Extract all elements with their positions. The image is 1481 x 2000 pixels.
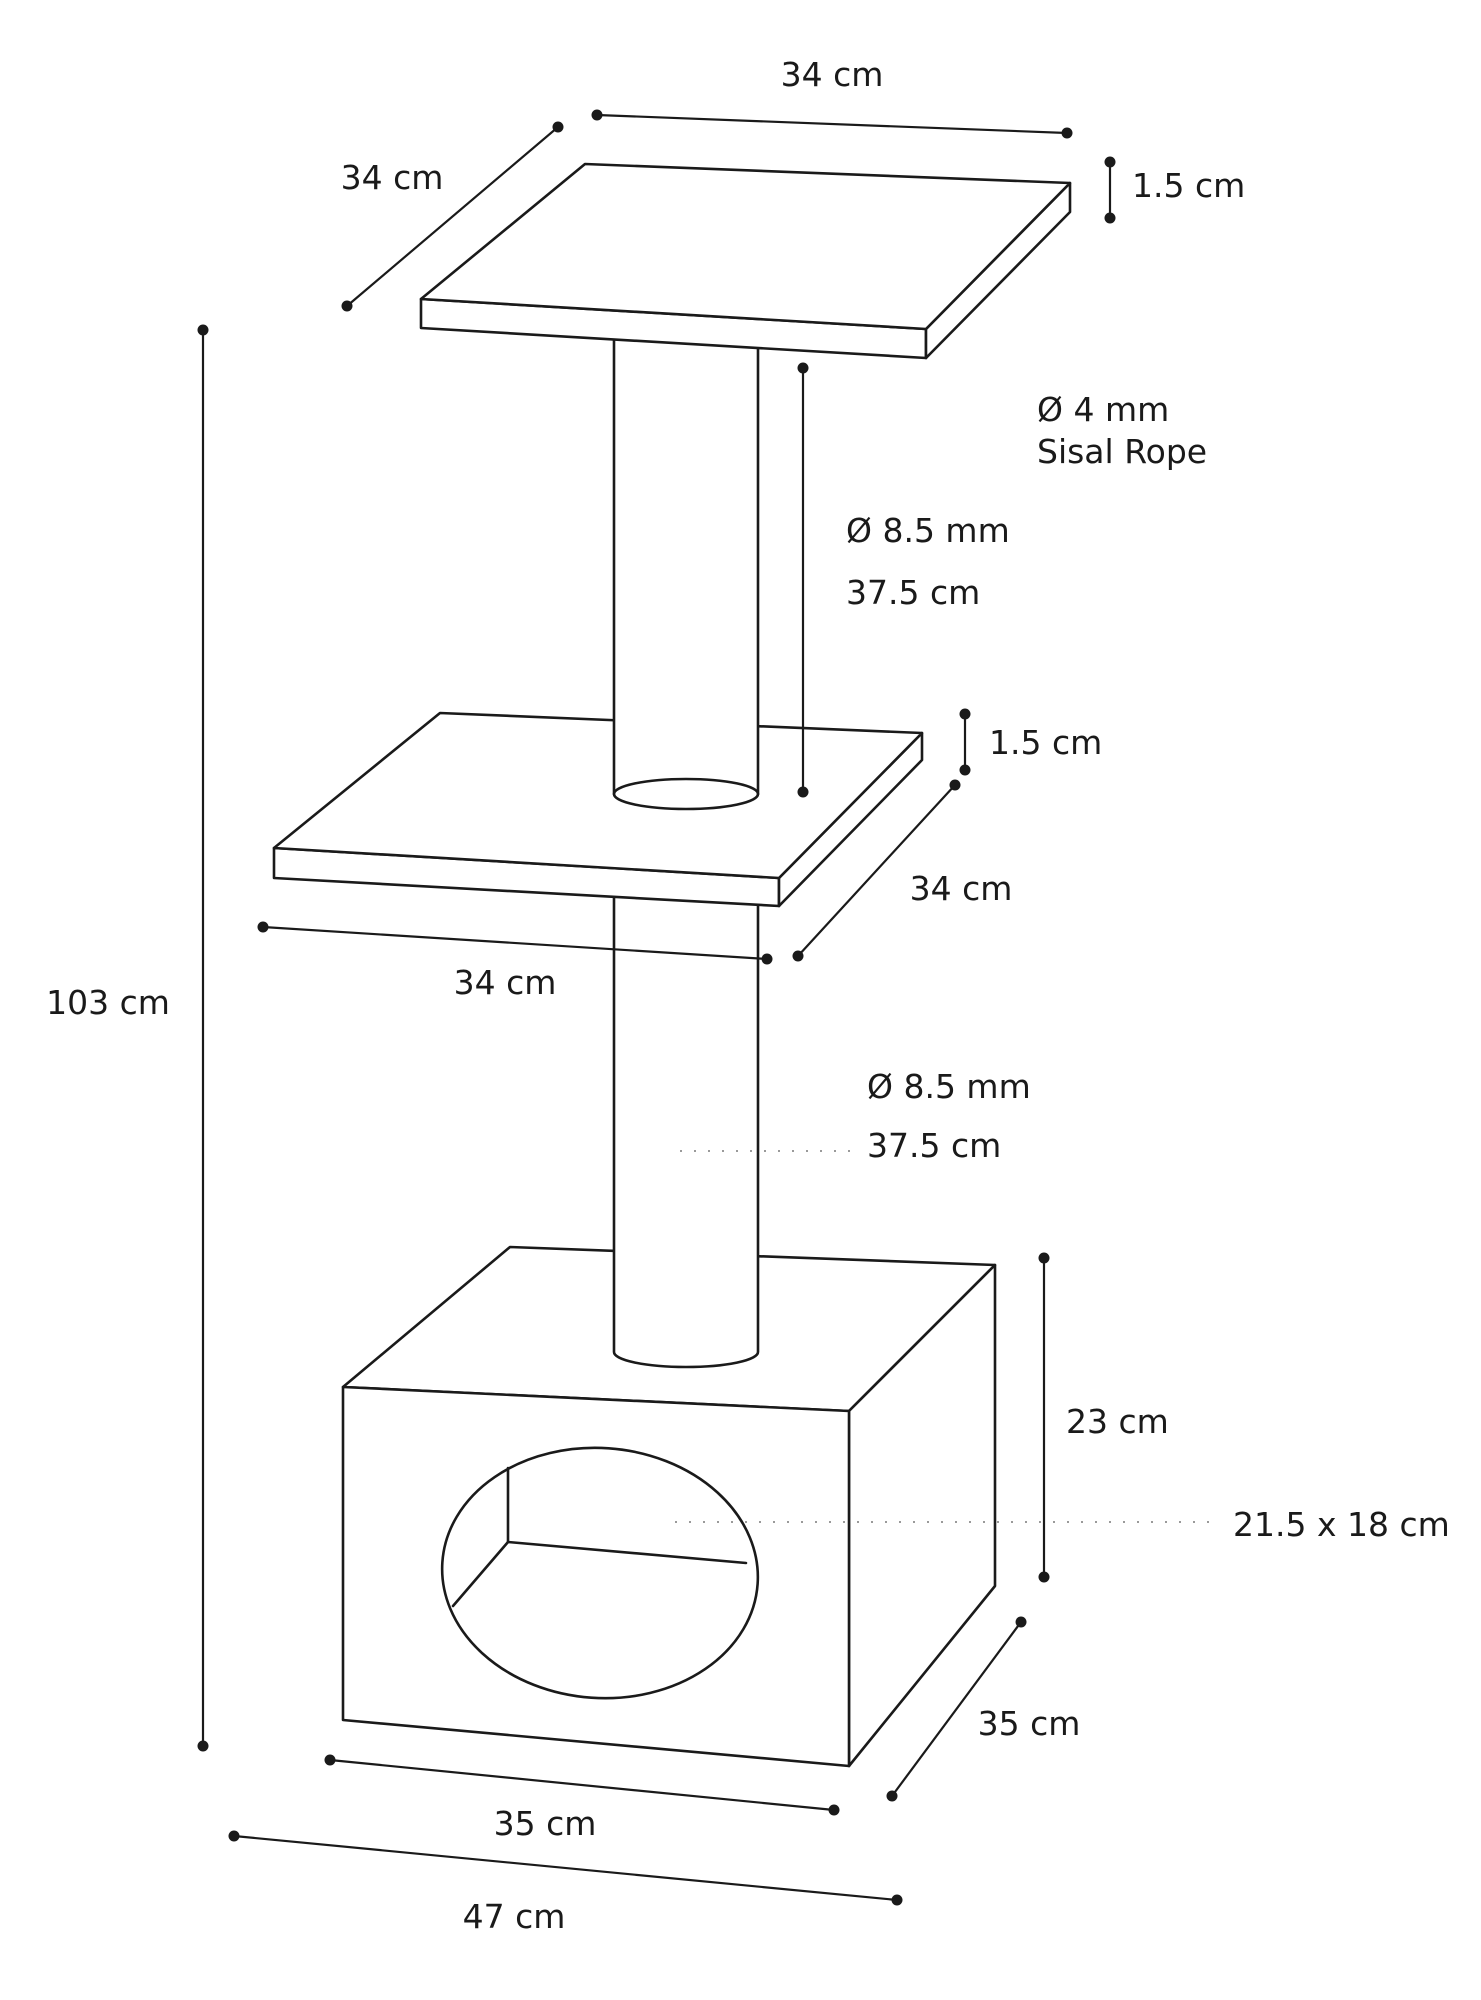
label-box-height: 23 cm — [1066, 1402, 1169, 1441]
dimension-lines — [197, 109, 1215, 1906]
label-box-width: 35 cm — [494, 1804, 597, 1843]
lower-post-body — [612, 878, 760, 1369]
label-box-depth: 35 cm — [978, 1704, 1081, 1743]
label-top-width: 34 cm — [781, 55, 884, 94]
top-platform-top — [419, 162, 1072, 331]
middle-platform — [272, 711, 924, 908]
label-middle-thickness: 1.5 cm — [989, 723, 1102, 762]
dimension-labels: 34 cm 34 cm 1.5 cm Ø 4 mm Sisal Rope Ø 8… — [46, 55, 1450, 1936]
lower-post — [612, 878, 760, 1369]
box-opening — [440, 1446, 760, 1700]
label-middle-depth: 34 cm — [910, 869, 1013, 908]
label-upper-post-height: 37.5 cm — [846, 573, 980, 612]
label-opening: 21.5 x 18 cm — [1233, 1505, 1450, 1544]
label-lower-post-diameter: Ø 8.5 mm — [867, 1067, 1031, 1106]
label-rope-material: Sisal Rope — [1037, 432, 1207, 471]
label-total-height: 103 cm — [46, 983, 170, 1022]
label-top-thickness: 1.5 cm — [1132, 166, 1245, 205]
upper-post-body — [612, 336, 760, 811]
upper-post — [612, 336, 760, 811]
base-box — [341, 1245, 997, 1768]
label-upper-post-diameter: Ø 8.5 mm — [846, 511, 1010, 550]
label-middle-width: 34 cm — [454, 963, 557, 1002]
top-platform — [419, 162, 1072, 360]
label-lower-post-height: 37.5 cm — [867, 1126, 1001, 1165]
label-base-width: 47 cm — [463, 1897, 566, 1936]
label-top-depth: 34 cm — [341, 158, 444, 197]
label-rope: Ø 4 mm — [1037, 390, 1169, 429]
middle-platform-top — [272, 711, 924, 880]
